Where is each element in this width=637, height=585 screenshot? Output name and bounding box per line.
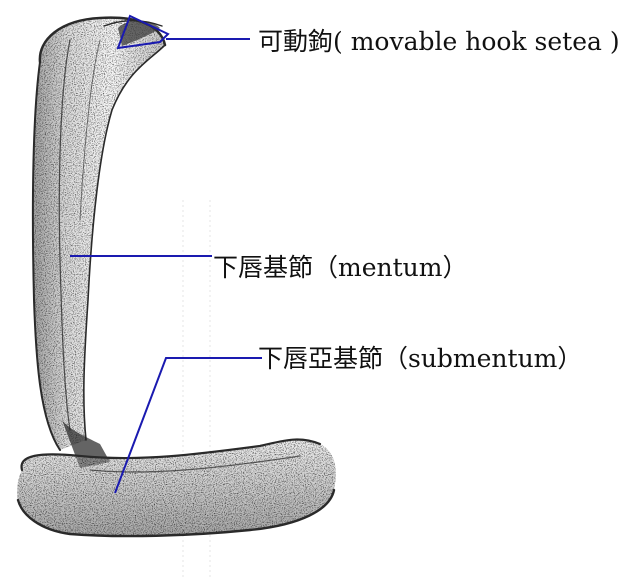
mentum-label: 下唇基節（mentum） bbox=[213, 253, 467, 282]
submentum-label: 下唇亞基節（submentum） bbox=[258, 344, 582, 373]
submentum-illustration bbox=[17, 440, 336, 537]
mentum-illustration bbox=[33, 18, 165, 468]
movable-hook-label: 可動鉤( movable hook setea ) bbox=[258, 27, 620, 56]
